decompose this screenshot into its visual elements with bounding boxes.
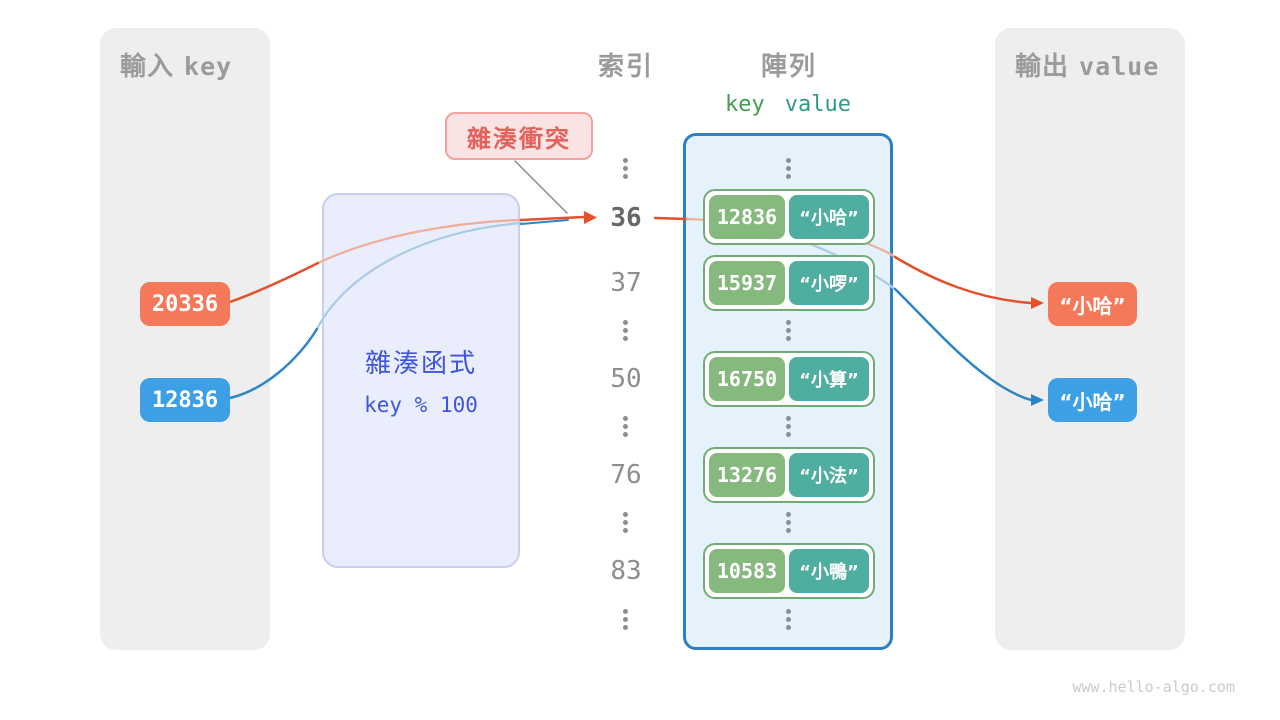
bucket-to-orange-output [893, 255, 1033, 305]
ellipsis-icon [623, 609, 628, 614]
input-title-latin: key [184, 52, 233, 81]
input-panel [100, 28, 270, 650]
index-83: 83 [610, 556, 642, 586]
output-title-cjk: 輸出 [1015, 52, 1070, 82]
bucket-value: “小哈” [789, 195, 869, 239]
curve-20336-through-hash [316, 218, 523, 265]
merged-blue-segment [520, 219, 569, 225]
bucket-row: 16750 “小算” [703, 351, 875, 407]
collision-pointer-line [514, 160, 568, 214]
curve-12836-through-hash [315, 221, 523, 331]
input-panel-title: 輸入 key [120, 46, 232, 83]
bucket-value: “小鴨” [789, 549, 869, 593]
arrow-to-index-36 [519, 215, 586, 222]
index-76: 76 [610, 460, 642, 490]
curve-20336-strong [228, 261, 320, 304]
bucket-key: 10583 [709, 549, 785, 593]
collision-badge: 雜湊衝突 [445, 112, 593, 160]
input-key-pill-blue: 12836 [140, 378, 230, 422]
bucket-value: “小啰” [789, 261, 869, 305]
input-title-cjk: 輸入 [120, 52, 175, 82]
ellipsis-icon [786, 416, 791, 421]
curve-12836-strong [228, 327, 319, 400]
bucket-to-blue-output [893, 287, 1033, 402]
index-50: 50 [610, 364, 642, 394]
bucket-value: “小算” [789, 357, 869, 401]
hash-function-formula: key % 100 [364, 393, 478, 417]
output-panel [995, 28, 1185, 650]
bucket-key: 16750 [709, 357, 785, 401]
watermark: www.hello-algo.com [1072, 678, 1235, 696]
bucket-value: “小法” [789, 453, 869, 497]
array-column-headers: key value [683, 92, 893, 117]
bucket-row: 13276 “小法” [703, 447, 875, 503]
header-value: value [784, 92, 851, 117]
bucket-key: 13276 [709, 453, 785, 497]
arrowhead-orange-output [1031, 297, 1044, 309]
index-to-bucket-line [653, 216, 689, 221]
ellipsis-icon [623, 416, 628, 421]
hash-function-name: 雜湊函式 [364, 349, 477, 379]
ellipsis-icon [786, 320, 791, 325]
hash-function-box: 雜湊函式 key % 100 [322, 193, 520, 568]
ellipsis-icon [623, 320, 628, 325]
header-key: key [725, 92, 765, 117]
output-value-pill-orange: “小哈” [1048, 282, 1137, 326]
index-36: 36 [610, 203, 642, 233]
ellipsis-icon [786, 512, 791, 517]
arrowhead-index-36 [584, 211, 597, 224]
ellipsis-icon [786, 609, 791, 614]
ellipsis-icon [623, 512, 628, 517]
output-value-pill-blue: “小哈” [1048, 378, 1137, 422]
ellipsis-icon [786, 158, 791, 163]
bucket-key: 12836 [709, 195, 785, 239]
index-column-title: 索引 [597, 52, 655, 82]
bucket-row: 10583 “小鴨” [703, 543, 875, 599]
bucket-key: 15937 [709, 261, 785, 305]
arrowhead-blue-output [1031, 394, 1044, 406]
array-panel-title: 陣列 [760, 52, 818, 82]
output-title-latin: value [1079, 52, 1160, 81]
index-37: 37 [610, 268, 642, 298]
output-panel-title: 輸出 value [1015, 46, 1159, 83]
ellipsis-icon [623, 158, 628, 163]
bucket-row: 15937 “小啰” [703, 255, 875, 311]
input-key-pill-orange: 20336 [140, 282, 230, 326]
bucket-row: 12836 “小哈” [703, 189, 875, 245]
